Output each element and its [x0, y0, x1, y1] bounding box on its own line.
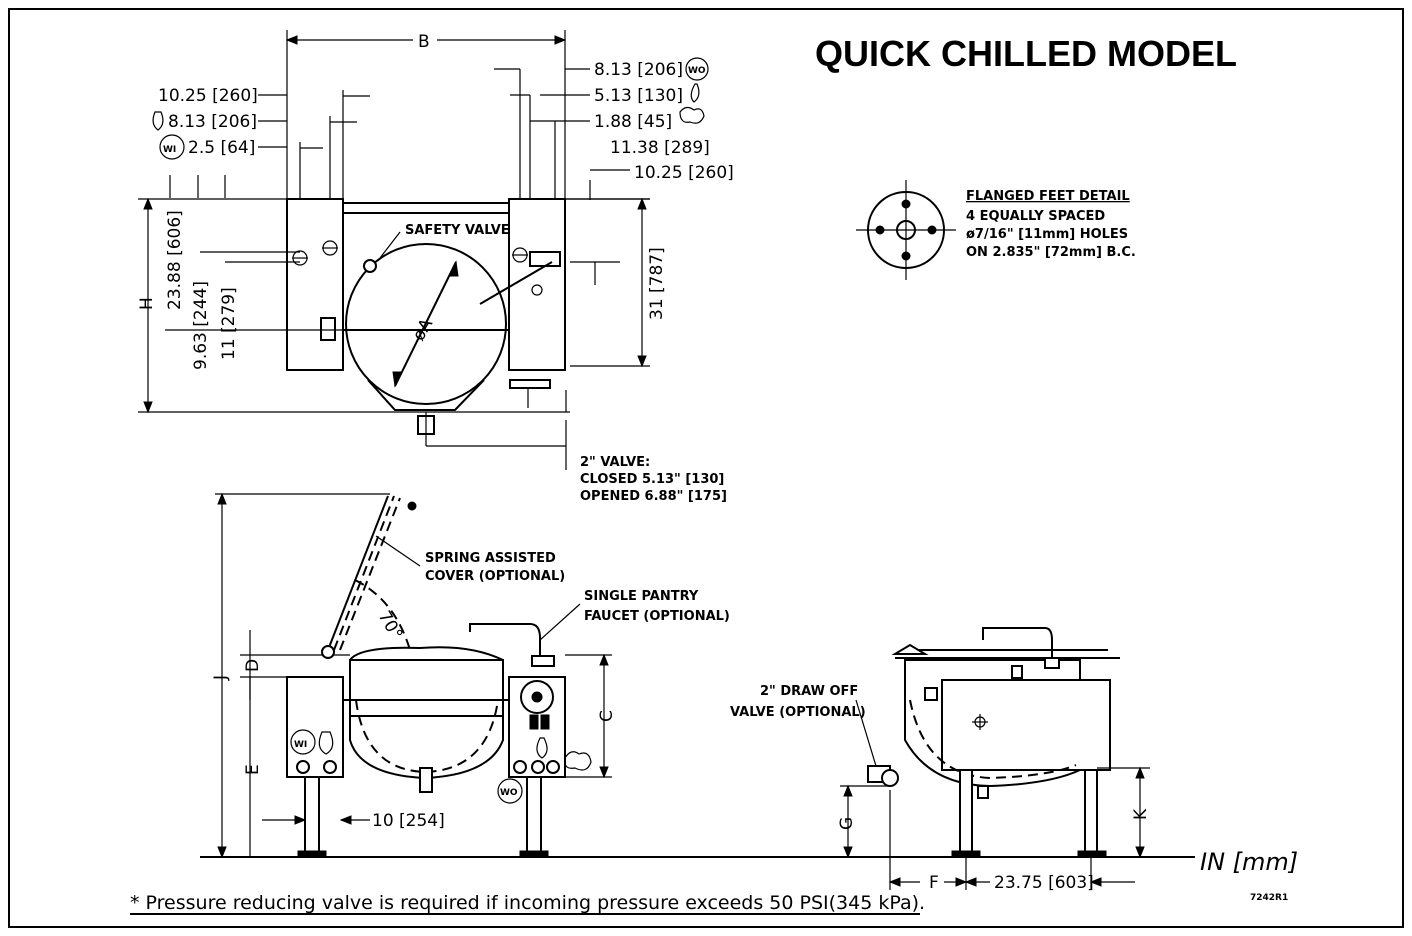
left-cabinet-top	[286, 198, 344, 371]
dim-23-75: 23.75 [603]	[994, 873, 1094, 893]
dim-v-3: 11 [279]	[219, 287, 239, 360]
dim-e: E	[243, 764, 263, 775]
flanged-feet-line-3: ON 2.835" [72mm] B.C.	[966, 245, 1136, 260]
dim-j: J	[211, 675, 231, 681]
wi-front-text: WI	[294, 740, 307, 750]
drawing-frame	[8, 8, 1404, 928]
valve-note-3: OPENED 6.88" [175]	[580, 489, 727, 504]
drawing-number: 7242R1	[1250, 893, 1288, 903]
kettle-circle	[345, 243, 507, 405]
units-label: IN [mm]	[1200, 848, 1298, 876]
wo-front-text: WO	[500, 788, 518, 798]
left-cabinet-front	[286, 676, 344, 778]
flanged-feet-heading: FLANGED FEET DETAIL	[966, 189, 1130, 204]
r-drop-front-icon	[318, 731, 334, 755]
dim-left-2: 8.13 [206]	[168, 112, 257, 132]
side-view: 2" DRAW OFF VALVE (OPTIONAL) G F 23.75 […	[730, 627, 1151, 893]
valve-note-1: 2" VALVE:	[580, 455, 650, 470]
flanged-feet-line-1: 4 EQUALLY SPACED	[966, 209, 1105, 224]
spring-cover-line-2: COVER (OPTIONAL)	[425, 569, 565, 584]
dim-c: C	[597, 710, 617, 722]
dim-right-1: 8.13 [206]	[594, 60, 683, 80]
s-cloud-icon	[679, 106, 705, 124]
spring-cover-line-1: SPRING ASSISTED	[425, 551, 556, 566]
dim-k: K	[1131, 808, 1151, 820]
dim-right-4: 11.38 [289]	[610, 138, 710, 158]
dim-left-3: 2.5 [64]	[188, 138, 255, 158]
faucet-line-1: SINGLE PANTRY	[584, 589, 699, 604]
top-view: B 10.25 [260] 8.13 [206] 2.5 [64] WI 8.1…	[137, 30, 734, 504]
wo-badge-front	[497, 778, 523, 804]
flanged-feet-line-2: ø7/16" [11mm] HOLES	[966, 227, 1128, 242]
dim-right-2: 5.13 [130]	[594, 86, 683, 106]
c-drop-icon	[690, 83, 700, 103]
s-cloud-front-icon	[564, 751, 592, 771]
dim-v-2: 9.63 [244]	[191, 281, 211, 370]
c-drop-front-icon	[536, 737, 548, 759]
handwheel	[520, 680, 554, 714]
r-drop-icon	[152, 111, 164, 131]
cover-angle: 70°	[374, 608, 406, 644]
wi-badge-front	[290, 729, 316, 755]
flanged-feet-detail: FLANGED FEET DETAIL 4 EQUALLY SPACED ø7/…	[856, 180, 1136, 280]
dim-g: G	[837, 817, 857, 830]
safety-valve-label: SAFETY VALVE	[405, 223, 510, 238]
footnote: * Pressure reducing valve is required if…	[130, 892, 925, 914]
dim-v-1: 23.88 [606]	[165, 210, 185, 310]
dim-10: 10 [254]	[372, 811, 445, 831]
wi-symbol-text: WI	[163, 145, 176, 155]
front-view: J D E WI WO	[200, 492, 1195, 859]
dim-v-4: 31 [787]	[647, 247, 667, 320]
dim-d: D	[243, 659, 263, 672]
dim-right-5: 10.25 [260]	[634, 163, 734, 183]
faucet-line-2: FAUCET (OPTIONAL)	[584, 609, 730, 624]
dim-left-1: 10.25 [260]	[158, 86, 258, 106]
wo-symbol-top: WO	[688, 66, 706, 76]
dim-b: B	[418, 32, 430, 52]
dim-h: H	[137, 297, 157, 310]
dim-right-3: 1.88 [45]	[594, 112, 672, 132]
valve-note-2: CLOSED 5.13" [130]	[580, 472, 724, 487]
kettle-front	[349, 659, 504, 780]
dim-f: F	[929, 873, 939, 893]
draw-off-line-1: 2" DRAW OFF	[760, 684, 858, 699]
drawing-title: QUICK CHILLED MODEL	[815, 33, 1237, 74]
draw-off-line-2: VALVE (OPTIONAL)	[730, 705, 866, 720]
